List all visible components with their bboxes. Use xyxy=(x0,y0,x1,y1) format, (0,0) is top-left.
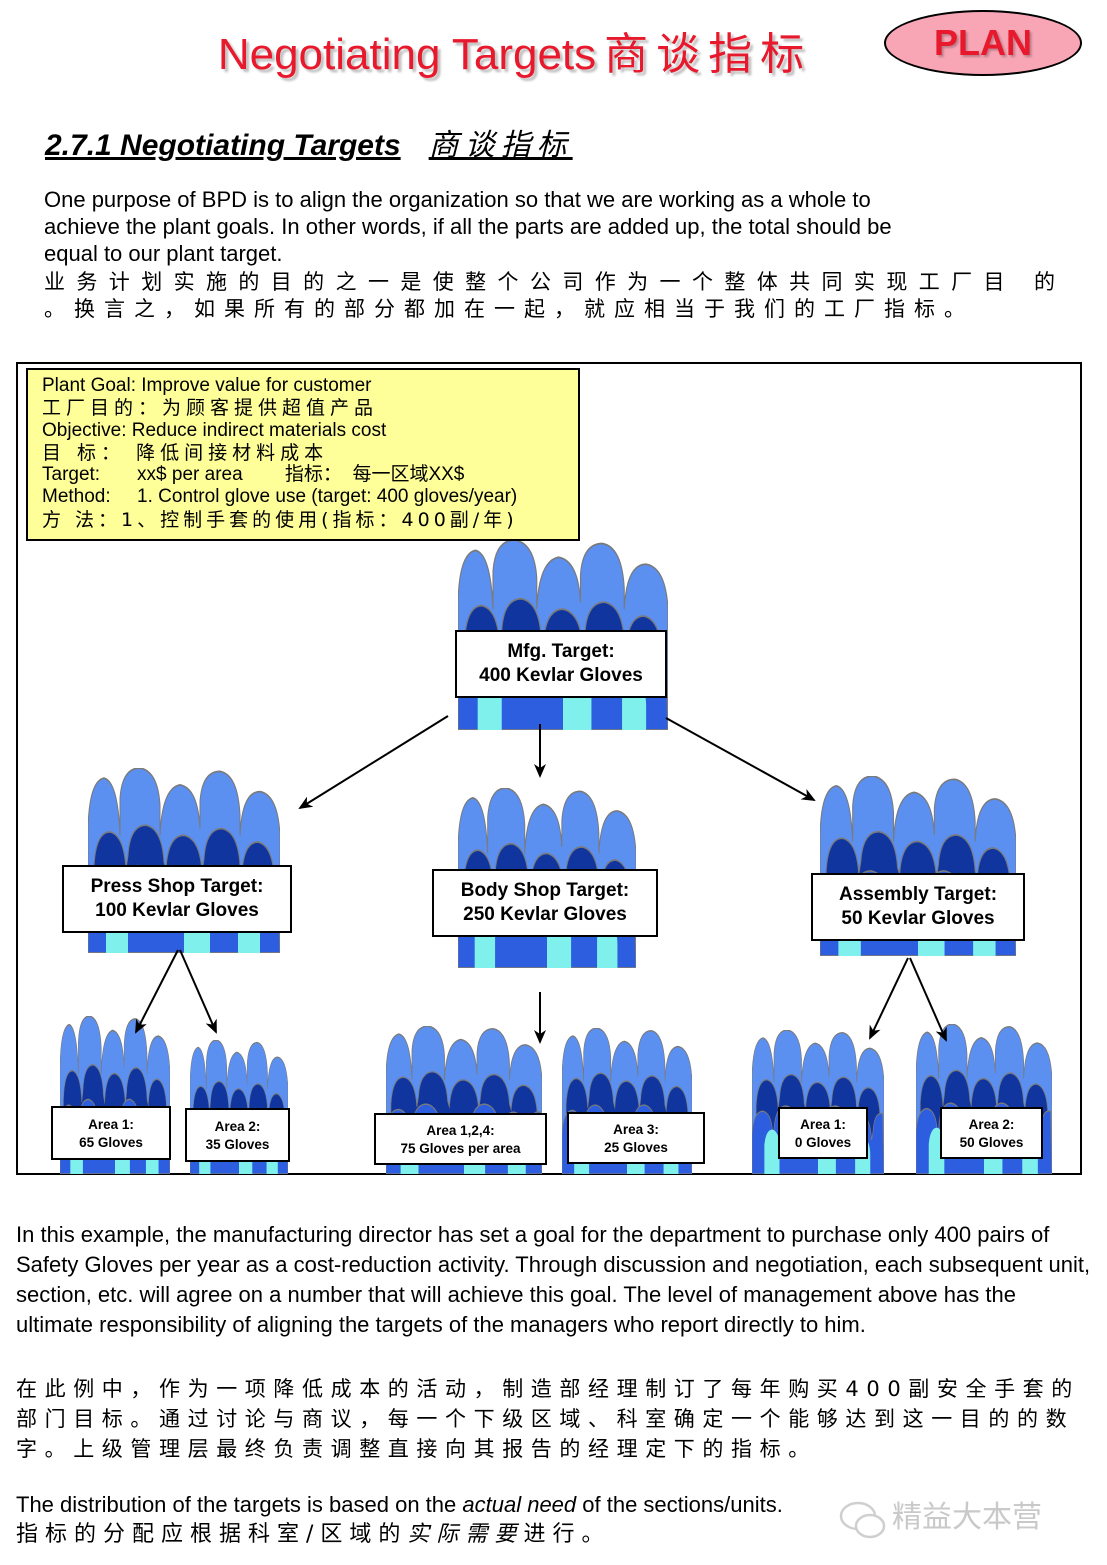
assembly-target-box: Assembly Target: 50 Kevlar Gloves xyxy=(811,873,1025,941)
distribution-en-before: The distribution of the targets is based… xyxy=(16,1492,463,1517)
mfg-target-box: Mfg. Target: 400 Kevlar Gloves xyxy=(455,630,667,698)
assembly-area1-box: Area 1: 0 Gloves xyxy=(778,1107,868,1159)
area-label: Area 2: xyxy=(214,1119,261,1134)
section-heading-english: 2.7.1 Negotiating Targets xyxy=(45,129,401,162)
press-area2-box: Area 2: 35 Gloves xyxy=(185,1108,290,1162)
intro-line: achieve the plant goals. In other words,… xyxy=(44,214,892,239)
goal-line: Method: 1. Control glove use (target: 40… xyxy=(42,486,518,508)
distribution-paragraph: The distribution of the targets is based… xyxy=(16,1490,1091,1550)
intro-paragraph-en: One purpose of BPD is to align the organ… xyxy=(44,186,1054,267)
intro-line: equal to our plant target. xyxy=(44,241,283,266)
distribution-en-after: of the sections/units. xyxy=(576,1492,783,1517)
intro-paragraph-zh-line1: 业务计划实施的目的之一是使整个公司作为一个整体共同实现工厂目 的 xyxy=(44,270,1064,294)
area-label: Area 1: xyxy=(88,1117,134,1132)
watermark-text: 精益大本营 xyxy=(892,1500,1042,1535)
explanation-paragraph-en: In this example, the manufacturing direc… xyxy=(16,1222,1091,1337)
goal-line: Objective: Reduce indirect materials cos… xyxy=(42,419,387,441)
arrow-assembly-to-area1 xyxy=(869,957,909,1040)
goal-line: 工厂目的：为顾客提供超值产品 xyxy=(42,397,379,420)
press-area1-box: Area 1: 65 Gloves xyxy=(51,1106,171,1160)
body-shop-target-box: Body Shop Target: 250 Kevlar Gloves xyxy=(432,869,658,937)
area-label: Area 3: xyxy=(613,1122,659,1137)
arrow-assembly-to-area2 xyxy=(909,957,947,1042)
plant-goal-box: Plant Goal: Improve value for customer 工… xyxy=(26,368,580,541)
explanation-paragraph-zh: 在此例中，作为一项降低成本的活动，制造部经理制订了每年购买400副安全手套的部门… xyxy=(16,1377,1080,1461)
arrow-press-to-area2 xyxy=(179,949,217,1034)
area-value: 25 Gloves xyxy=(604,1140,668,1155)
area-label: Area 1,2,4: xyxy=(426,1123,495,1138)
area-value: 35 Gloves xyxy=(205,1137,270,1152)
press-shop-target-box: Press Shop Target: 100 Kevlar Gloves xyxy=(62,865,292,933)
area-label: Area 2: xyxy=(968,1117,1015,1132)
area-value: 50 Gloves xyxy=(959,1135,1024,1150)
distribution-line-en: The distribution of the targets is based… xyxy=(16,1490,1091,1520)
target-value: 400 Kevlar Gloves xyxy=(479,665,643,686)
area-value: 65 Gloves xyxy=(79,1135,143,1150)
title-chinese: 商谈指标 xyxy=(604,29,813,80)
target-label: Body Shop Target: xyxy=(460,880,630,901)
arrow-press-to-area1 xyxy=(135,949,179,1034)
body-area124-box: Area 1,2,4: 75 Gloves per area xyxy=(374,1113,547,1165)
distribution-zh-after: 进行。 xyxy=(523,1522,611,1547)
target-value: 250 Kevlar Gloves xyxy=(463,904,627,925)
target-label: Press Shop Target: xyxy=(90,876,264,897)
section-heading-chinese: 商谈指标 xyxy=(428,128,573,163)
intro-paragraph-zh-line2: 。换言之，如果所有的部分都加在一起，就应相当于我们的工厂指标。 xyxy=(44,297,974,321)
distribution-line-zh: 指标的分配应根据科室/区域的实际需要进行。 xyxy=(16,1520,1091,1550)
area-value: 75 Gloves per area xyxy=(400,1141,521,1156)
target-label: Mfg. Target: xyxy=(507,641,615,662)
wechat-logo-icon xyxy=(839,1501,886,1539)
title-english: Negotiating Targets xyxy=(217,30,597,79)
target-value: 50 Kevlar Gloves xyxy=(841,908,995,929)
distribution-zh-italic: 实际需要 xyxy=(407,1522,524,1547)
distribution-zh-before: 指标的分配应根据科室/区域的 xyxy=(16,1522,408,1547)
distribution-en-italic: actual need xyxy=(462,1492,577,1517)
target-label: Assembly Target: xyxy=(838,884,998,905)
arrow-mfg-to-press xyxy=(298,715,449,810)
area-value: 0 Gloves xyxy=(794,1135,852,1150)
assembly-area2-box: Area 2: 50 Gloves xyxy=(940,1107,1043,1159)
section-heading: 2.7.1 Negotiating Targets 商谈指标 xyxy=(45,120,573,164)
diagram-frame xyxy=(16,362,1082,1175)
area-label: Area 1: xyxy=(800,1117,846,1132)
goal-line: Plant Goal: Improve value for customer xyxy=(42,375,372,396)
goal-line: 方 法：1、控制手套的使用(指标：400副/年) xyxy=(42,508,518,531)
goal-line: 目 标： 降低间接材料成本 xyxy=(42,441,329,464)
goal-line: Target: xx$ per area 指标： 每一区域XX$ xyxy=(42,464,465,486)
target-value: 100 Kevlar Gloves xyxy=(95,900,259,921)
arrow-mfg-to-assembly xyxy=(665,717,816,801)
plan-badge: PLAN xyxy=(884,10,1082,76)
body-area3-box: Area 3: 25 Gloves xyxy=(567,1112,705,1164)
intro-line: One purpose of BPD is to align the organ… xyxy=(44,187,871,212)
